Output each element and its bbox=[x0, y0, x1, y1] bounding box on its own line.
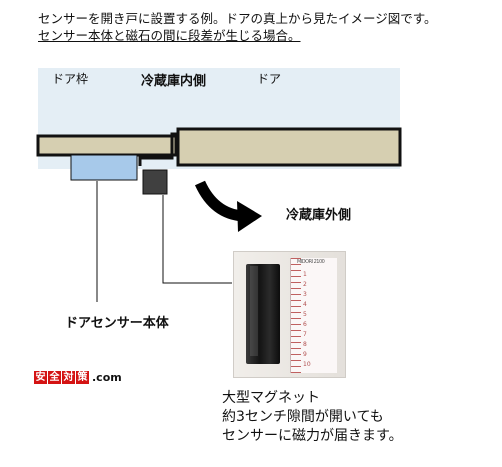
logo-char-4: 策 bbox=[76, 371, 89, 384]
magnet-product bbox=[246, 264, 280, 364]
logo-char-2: 全 bbox=[48, 371, 61, 384]
magnet-photo: MIDORI 2100 1 2 3 4 5 6 7 8 9 10 bbox=[233, 251, 346, 378]
caption-line-2: センサー本体と磁石の間に段差が生じる場合。 bbox=[38, 28, 301, 43]
logo-char-1: 安 bbox=[34, 371, 47, 384]
magnet bbox=[142, 169, 168, 195]
door-panel bbox=[176, 127, 402, 167]
outside-strip bbox=[38, 169, 400, 178]
description-line-1: 大型マグネット bbox=[222, 390, 320, 406]
ruler: MIDORI 2100 1 2 3 4 5 6 7 8 9 10 bbox=[290, 258, 337, 373]
site-logo[interactable]: 安 全 対 策 .com bbox=[34, 371, 122, 384]
label-sensor-body: ドアセンサー本体 bbox=[65, 316, 169, 331]
ruler-numbers: 1 2 3 4 5 6 7 8 9 10 bbox=[303, 271, 311, 368]
door-opening-arrow bbox=[194, 180, 244, 222]
description-line-3: センサーに磁力が届きます。 bbox=[222, 428, 403, 444]
arrow-head-icon bbox=[237, 201, 262, 232]
description-line-2: 約3センチ隙間が開いても bbox=[222, 409, 384, 425]
magnet-leader-line bbox=[162, 195, 232, 284]
door-sensor-body bbox=[70, 154, 138, 181]
caption-line-1: センサーを開き戸に設置する例。ドアの真上から見たイメージ図です。 bbox=[38, 11, 437, 26]
label-fridge-outside: 冷蔵庫外側 bbox=[286, 208, 352, 223]
label-door: ドア bbox=[257, 72, 282, 86]
door-step-edge bbox=[138, 132, 178, 166]
logo-suffix: .com bbox=[92, 371, 122, 384]
ruler-header: MIDORI 2100 bbox=[297, 259, 325, 265]
label-door-frame: ドア枠 bbox=[52, 72, 89, 86]
magnet-description: 大型マグネット 約3センチ隙間が開いても センサーに磁力が届きます。 bbox=[222, 389, 403, 446]
door-frame-panel bbox=[36, 134, 178, 157]
logo-char-3: 対 bbox=[62, 371, 75, 384]
label-fridge-inside: 冷蔵庫内側 bbox=[141, 74, 207, 89]
